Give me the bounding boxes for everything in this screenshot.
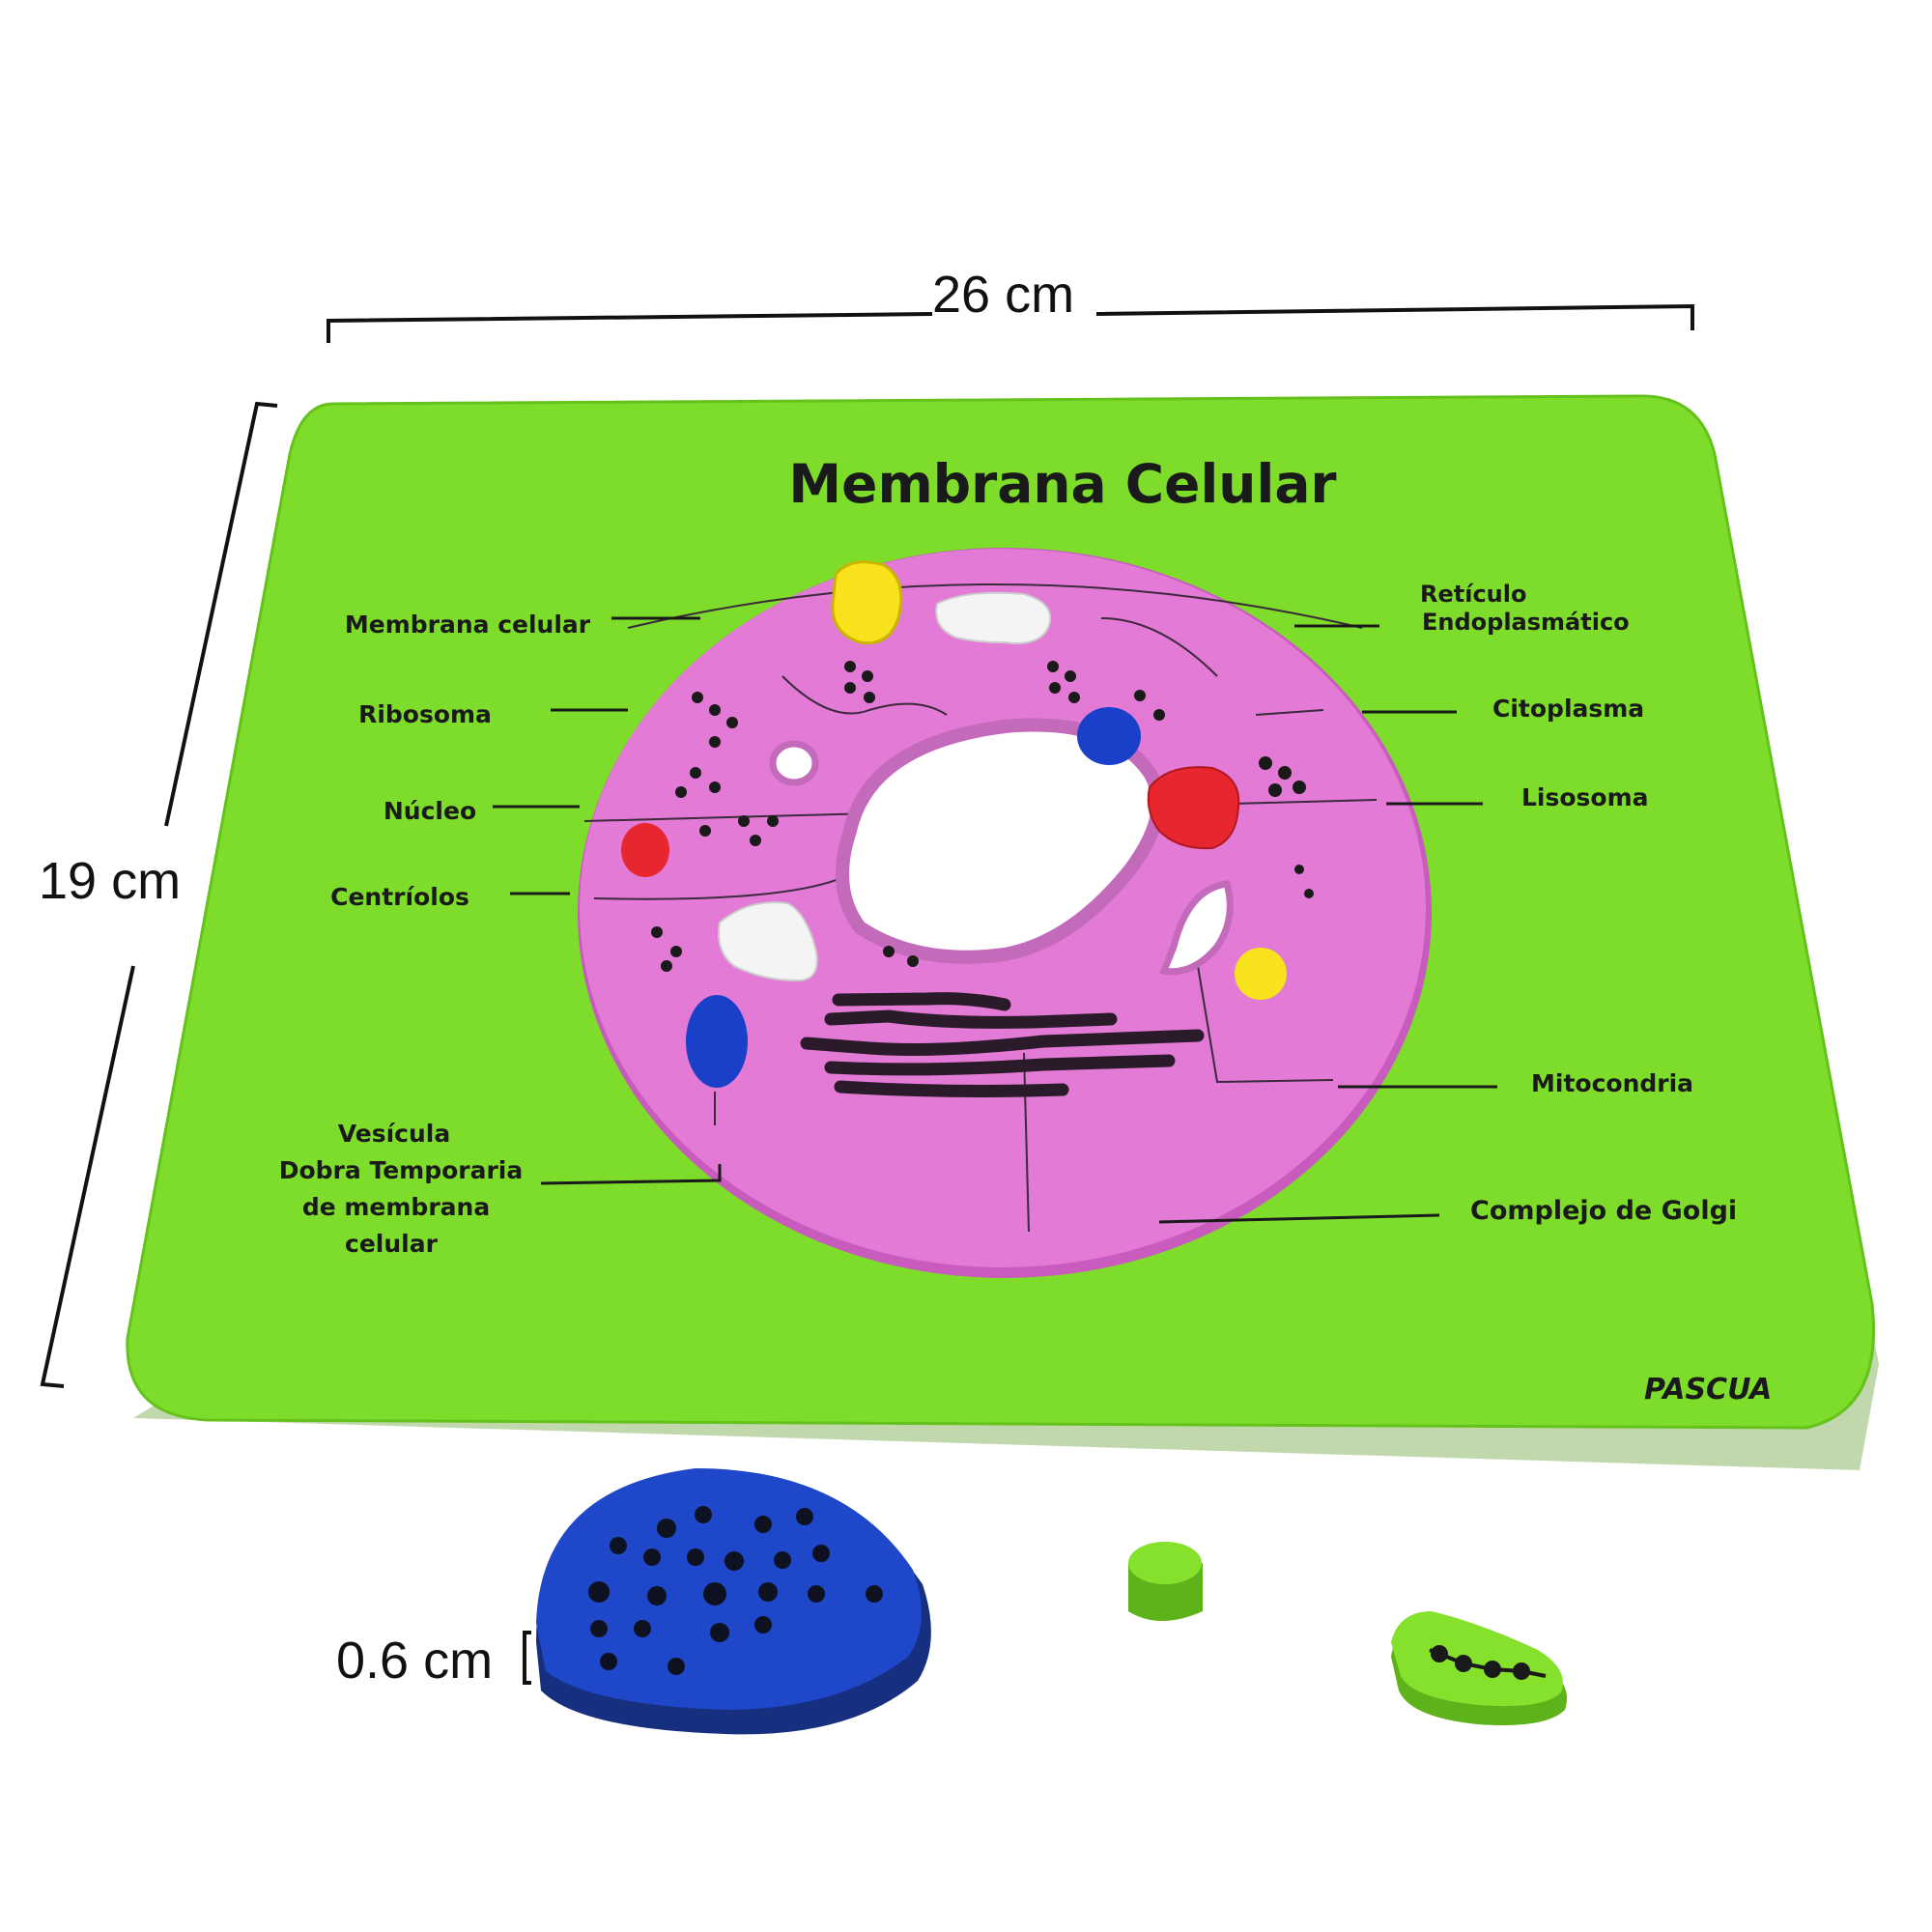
label-lisosoma: Lisosoma <box>1521 783 1649 811</box>
label-centriolos: Centríolos <box>330 883 469 911</box>
board-title: Membrana Celular <box>788 453 1336 515</box>
ribosome-dots <box>651 661 1314 972</box>
white-organelle-top <box>935 591 1052 644</box>
label-ribosoma: Ribosoma <box>358 700 492 728</box>
brand-logo: PASCUA <box>1644 1373 1772 1406</box>
label-citoplasma: Citoplasma <box>1492 695 1644 723</box>
label-membrana-celular: Membrana celular <box>345 611 591 639</box>
nucleus-piece <box>536 1468 931 1735</box>
yellow-organelle <box>831 560 903 645</box>
label-complejo-golgi: Complejo de Golgi <box>1470 1196 1737 1226</box>
golgi-apparatus <box>800 992 1205 1097</box>
yellow-organelle-small <box>1235 948 1287 1000</box>
red-organelle-left <box>621 823 669 877</box>
width-dimension-line <box>327 303 1694 343</box>
nucleus-hole <box>836 718 1165 964</box>
leader-lines <box>493 616 1497 1224</box>
label-vesicula-line2: Dobra Temporaria <box>279 1156 524 1184</box>
mitochondria-piece <box>1391 1611 1567 1725</box>
label-vesicula-line3: de membrana <box>302 1193 490 1221</box>
white-organelle-bottom <box>718 901 818 982</box>
label-reticulo-line2: Endoplasmático <box>1422 609 1630 636</box>
label-vesicula-line4: celular <box>345 1230 439 1258</box>
thickness-bracket <box>523 1631 531 1685</box>
red-organelle-right <box>1147 766 1240 850</box>
small-green-piece <box>1128 1542 1203 1621</box>
small-hole <box>769 740 819 786</box>
label-vesicula-line1: Vesícula <box>338 1120 450 1148</box>
height-dimension-label: 19 cm <box>39 852 182 910</box>
width-dimension-label: 26 cm <box>932 266 1075 324</box>
label-nucleo: Núcleo <box>384 797 476 825</box>
height-dimension-line <box>40 401 278 1388</box>
label-reticulo-line1: Retículo <box>1420 581 1526 608</box>
thickness-dimension-label: 0.6 cm <box>336 1632 494 1690</box>
label-mitocondria: Mitocondria <box>1531 1069 1693 1097</box>
vacuole-hole <box>1159 880 1234 976</box>
blue-organelle <box>1077 707 1141 765</box>
blue-vesicle <box>686 995 748 1088</box>
